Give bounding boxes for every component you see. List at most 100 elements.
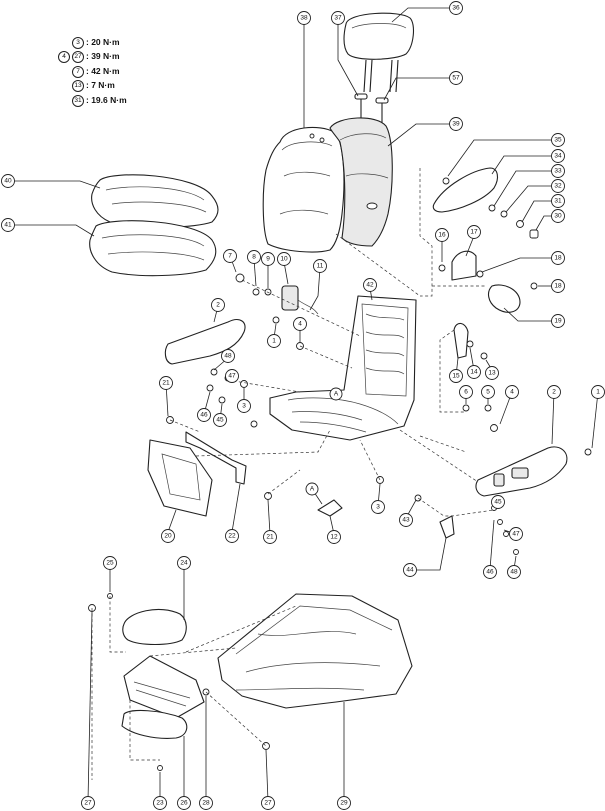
seat-belt-buckle bbox=[281, 285, 319, 315]
callout-1-right: 1 bbox=[591, 385, 605, 399]
svg-text:48: 48 bbox=[224, 353, 232, 360]
svg-text:17: 17 bbox=[470, 229, 478, 236]
callout-9: 9 bbox=[261, 252, 275, 266]
svg-text:36: 36 bbox=[452, 5, 460, 12]
callout-18-upper: 18 bbox=[551, 251, 565, 265]
callout-16: 16 bbox=[435, 228, 449, 242]
svg-text:1: 1 bbox=[596, 389, 600, 396]
svg-text:8: 8 bbox=[252, 254, 256, 261]
torque-callout: 27 bbox=[72, 51, 84, 64]
torque-row: 3 : 20 N·m bbox=[56, 36, 176, 50]
svg-text:4: 4 bbox=[510, 389, 514, 396]
svg-text:45: 45 bbox=[216, 417, 224, 424]
svg-text:45: 45 bbox=[494, 499, 502, 506]
torque-value: : 7 N·m bbox=[86, 80, 115, 91]
callout-33: 33 bbox=[551, 164, 565, 178]
callout-6: 6 bbox=[459, 385, 473, 399]
svg-text:27: 27 bbox=[84, 800, 92, 807]
callout-46-left: 46 bbox=[197, 408, 211, 422]
seat-base bbox=[217, 593, 413, 709]
callout-42: 42 bbox=[363, 278, 377, 292]
callout-17: 17 bbox=[467, 225, 481, 239]
torque-callout: 4 bbox=[58, 51, 70, 64]
cushion-frame bbox=[123, 655, 205, 719]
wire-bracket bbox=[439, 515, 455, 539]
svg-text:34: 34 bbox=[554, 153, 562, 160]
svg-text:22: 22 bbox=[228, 533, 236, 540]
callout-14: 14 bbox=[467, 365, 481, 379]
svg-text:57: 57 bbox=[452, 75, 460, 82]
svg-text:46: 46 bbox=[200, 412, 208, 419]
callout-19: 19 bbox=[551, 314, 565, 328]
torque-value: : 39 N·m bbox=[86, 51, 120, 62]
assembly-lines bbox=[91, 168, 495, 780]
seatback-pad bbox=[329, 117, 393, 247]
callout-48-right: 48 bbox=[507, 565, 521, 579]
svg-text:7: 7 bbox=[228, 253, 232, 260]
torque-row: 7 : 42 N·m bbox=[56, 65, 176, 79]
svg-text:4: 4 bbox=[298, 321, 302, 328]
callout-38: 38 bbox=[297, 11, 311, 25]
callout-10: 10 bbox=[277, 252, 291, 266]
front-cushion-pad bbox=[122, 608, 187, 646]
callout-44: 44 bbox=[403, 563, 417, 577]
callout-21-lower: 21 bbox=[263, 530, 277, 544]
callout-45-left: 45 bbox=[213, 413, 227, 427]
svg-text:2: 2 bbox=[552, 389, 556, 396]
svg-text:48: 48 bbox=[510, 569, 518, 576]
callout-4-right: 4 bbox=[505, 385, 519, 399]
recliner-cover bbox=[451, 250, 521, 359]
seatback-cover bbox=[262, 126, 345, 253]
callout-22: 22 bbox=[225, 529, 239, 543]
bracket bbox=[185, 431, 247, 485]
callout-24: 24 bbox=[177, 556, 191, 570]
svg-text:23: 23 bbox=[156, 800, 164, 807]
callout-47-right: 47 bbox=[509, 527, 523, 541]
seat-cushion-pad bbox=[89, 220, 217, 277]
callout-11: 11 bbox=[313, 259, 327, 273]
callout-40: 40 bbox=[1, 174, 15, 188]
torque-row: 31 : 19.6 N·m bbox=[56, 94, 176, 108]
svg-text:18: 18 bbox=[554, 283, 562, 290]
callout-26: 26 bbox=[177, 796, 191, 810]
callout-3-lower: 3 bbox=[371, 500, 385, 514]
svg-text:21: 21 bbox=[162, 380, 170, 387]
headrest-support bbox=[354, 93, 389, 124]
callout-29: 29 bbox=[337, 796, 351, 810]
svg-text:9: 9 bbox=[266, 256, 270, 263]
cushion-board bbox=[121, 709, 188, 739]
callout-2-right: 2 bbox=[547, 385, 561, 399]
callout-3-upper: 3 bbox=[237, 399, 251, 413]
svg-text:27: 27 bbox=[264, 800, 272, 807]
svg-text:26: 26 bbox=[180, 800, 188, 807]
torque-callout: 31 bbox=[72, 94, 84, 107]
svg-text:13: 13 bbox=[488, 370, 496, 377]
svg-text:46: 46 bbox=[486, 569, 494, 576]
svg-text:47: 47 bbox=[512, 531, 520, 538]
svg-text:24: 24 bbox=[180, 560, 188, 567]
svg-text:28: 28 bbox=[202, 800, 210, 807]
callout-32: 32 bbox=[551, 179, 565, 193]
callout-48-left: 48 bbox=[221, 349, 235, 363]
callout-27-left: 27 bbox=[81, 796, 95, 810]
callout-28: 28 bbox=[199, 796, 213, 810]
torque-legend: 3 : 20 N·m 4 27 : 39 N·m 7 : 42 N·m 13 :… bbox=[56, 36, 176, 108]
svg-text:20: 20 bbox=[164, 533, 172, 540]
fasteners bbox=[88, 177, 592, 771]
callout-15: 15 bbox=[449, 369, 463, 383]
headrest bbox=[343, 12, 415, 93]
callout-4-left: 4 bbox=[293, 317, 307, 331]
callout-25: 25 bbox=[103, 556, 117, 570]
callout-7: 7 bbox=[223, 249, 237, 263]
svg-text:A: A bbox=[334, 391, 339, 398]
torque-value: : 42 N·m bbox=[86, 65, 120, 76]
svg-text:21: 21 bbox=[266, 534, 274, 541]
armrest bbox=[432, 167, 499, 213]
callout-18-lower: 18 bbox=[551, 279, 565, 293]
svg-text:42: 42 bbox=[366, 282, 374, 289]
seat-cushion-cover bbox=[91, 174, 219, 228]
svg-text:38: 38 bbox=[300, 15, 308, 22]
right-side-cover bbox=[475, 446, 568, 497]
callout-47-left: 47 bbox=[225, 369, 239, 383]
seat-frame bbox=[269, 295, 417, 441]
